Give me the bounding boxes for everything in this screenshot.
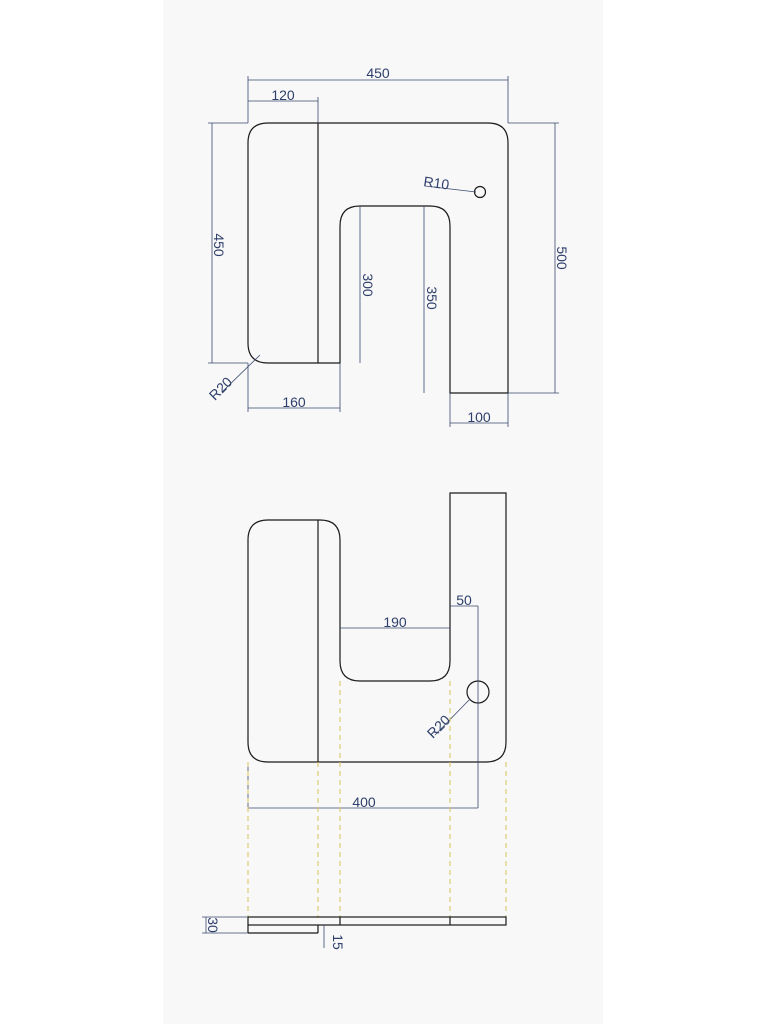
dim-bottom-right: 100 bbox=[467, 409, 491, 425]
dim-total: 400 bbox=[352, 794, 376, 810]
dim-thickness: 30 bbox=[205, 917, 221, 933]
dim-inner-slot-right: 350 bbox=[424, 286, 440, 310]
top-view: 450 120 R10 450 500 300 350 R20 160 bbox=[206, 65, 570, 427]
dim-bottom-left: 160 bbox=[282, 394, 306, 410]
top-view-outline bbox=[247, 122, 509, 394]
dim-slot-width: 190 bbox=[383, 614, 407, 630]
side-view: 30 15 bbox=[202, 916, 507, 950]
projection-lines bbox=[247, 681, 507, 918]
dim-overall-height: 500 bbox=[554, 246, 570, 270]
dim-left-strip: 120 bbox=[271, 87, 295, 103]
dim-corner-radius: R20 bbox=[206, 374, 236, 404]
top-view-hole bbox=[473, 185, 487, 199]
middle-view: 50 190 R20 400 bbox=[247, 492, 507, 812]
leader-corner-radius bbox=[221, 354, 261, 393]
leader-hole-radius bbox=[424, 185, 477, 193]
dim-middle-hole-radius: R20 bbox=[424, 712, 454, 742]
side-view-slab bbox=[247, 916, 507, 926]
dim-right-offset: 50 bbox=[456, 592, 472, 608]
dim-left-height: 450 bbox=[211, 233, 227, 257]
middle-view-outline bbox=[247, 492, 507, 763]
dim-inner-slot-left: 300 bbox=[360, 273, 376, 297]
dim-overall-width: 450 bbox=[366, 65, 390, 81]
leader-middle-hole-radius bbox=[434, 698, 471, 736]
drawing-sheet bbox=[163, 0, 603, 1024]
dim-step: 15 bbox=[330, 934, 346, 950]
dim-hole-radius: R10 bbox=[423, 173, 451, 192]
